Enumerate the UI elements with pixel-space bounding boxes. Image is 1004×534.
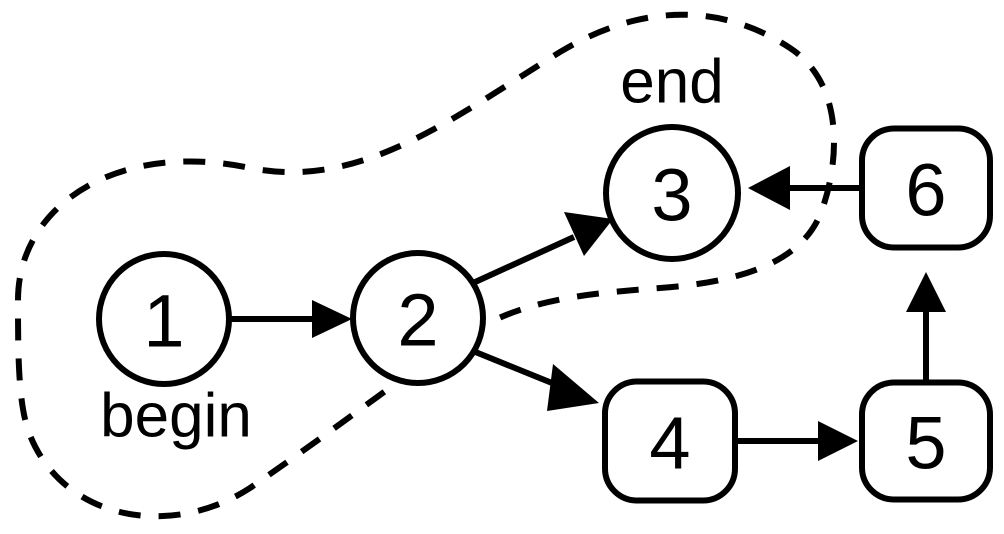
- node-1-circle[interactable]: [96, 251, 232, 387]
- node-5-label: 5: [905, 402, 946, 485]
- edge-2-to-3: [471, 212, 613, 286]
- node-4-rounded-rect[interactable]: [602, 378, 738, 504]
- edge-6-to-3: [748, 166, 861, 210]
- edge-2-to-4: [471, 348, 599, 411]
- node-6-label: 6: [905, 149, 946, 232]
- edge-line: [471, 234, 576, 286]
- node-1-label: 1: [143, 280, 184, 363]
- dashed-region-boundary: [14, 11, 837, 520]
- node-1[interactable]: 1: [96, 251, 232, 387]
- end-label: end: [620, 48, 723, 117]
- edge-5-to-6: [906, 272, 946, 383]
- edge-1-to-2: [229, 300, 352, 338]
- node-2[interactable]: 2: [350, 250, 486, 386]
- edge-4-to-5: [735, 421, 858, 461]
- arrow-head-icon: [906, 272, 946, 312]
- arrow-head-icon: [547, 364, 599, 411]
- arrow-head-icon: [564, 212, 613, 256]
- node-3-label: 3: [651, 154, 692, 237]
- node-2-label: 2: [397, 279, 438, 362]
- node-4-label: 4: [649, 402, 690, 485]
- arrow-head-icon: [312, 300, 352, 338]
- node-5[interactable]: 5: [859, 379, 993, 503]
- node-6-rounded-rect[interactable]: [859, 125, 993, 251]
- node-3[interactable]: 3: [603, 124, 741, 262]
- node-4[interactable]: 4: [602, 378, 738, 504]
- node-2-circle[interactable]: [350, 250, 486, 386]
- node-5-rounded-rect[interactable]: [859, 379, 993, 503]
- begin-label: begin: [100, 382, 252, 451]
- arrow-head-icon: [818, 421, 858, 461]
- arrow-head-icon: [748, 166, 790, 210]
- node-6[interactable]: 6: [859, 125, 993, 251]
- node-3-circle[interactable]: [603, 124, 741, 262]
- edge-line: [471, 348, 554, 386]
